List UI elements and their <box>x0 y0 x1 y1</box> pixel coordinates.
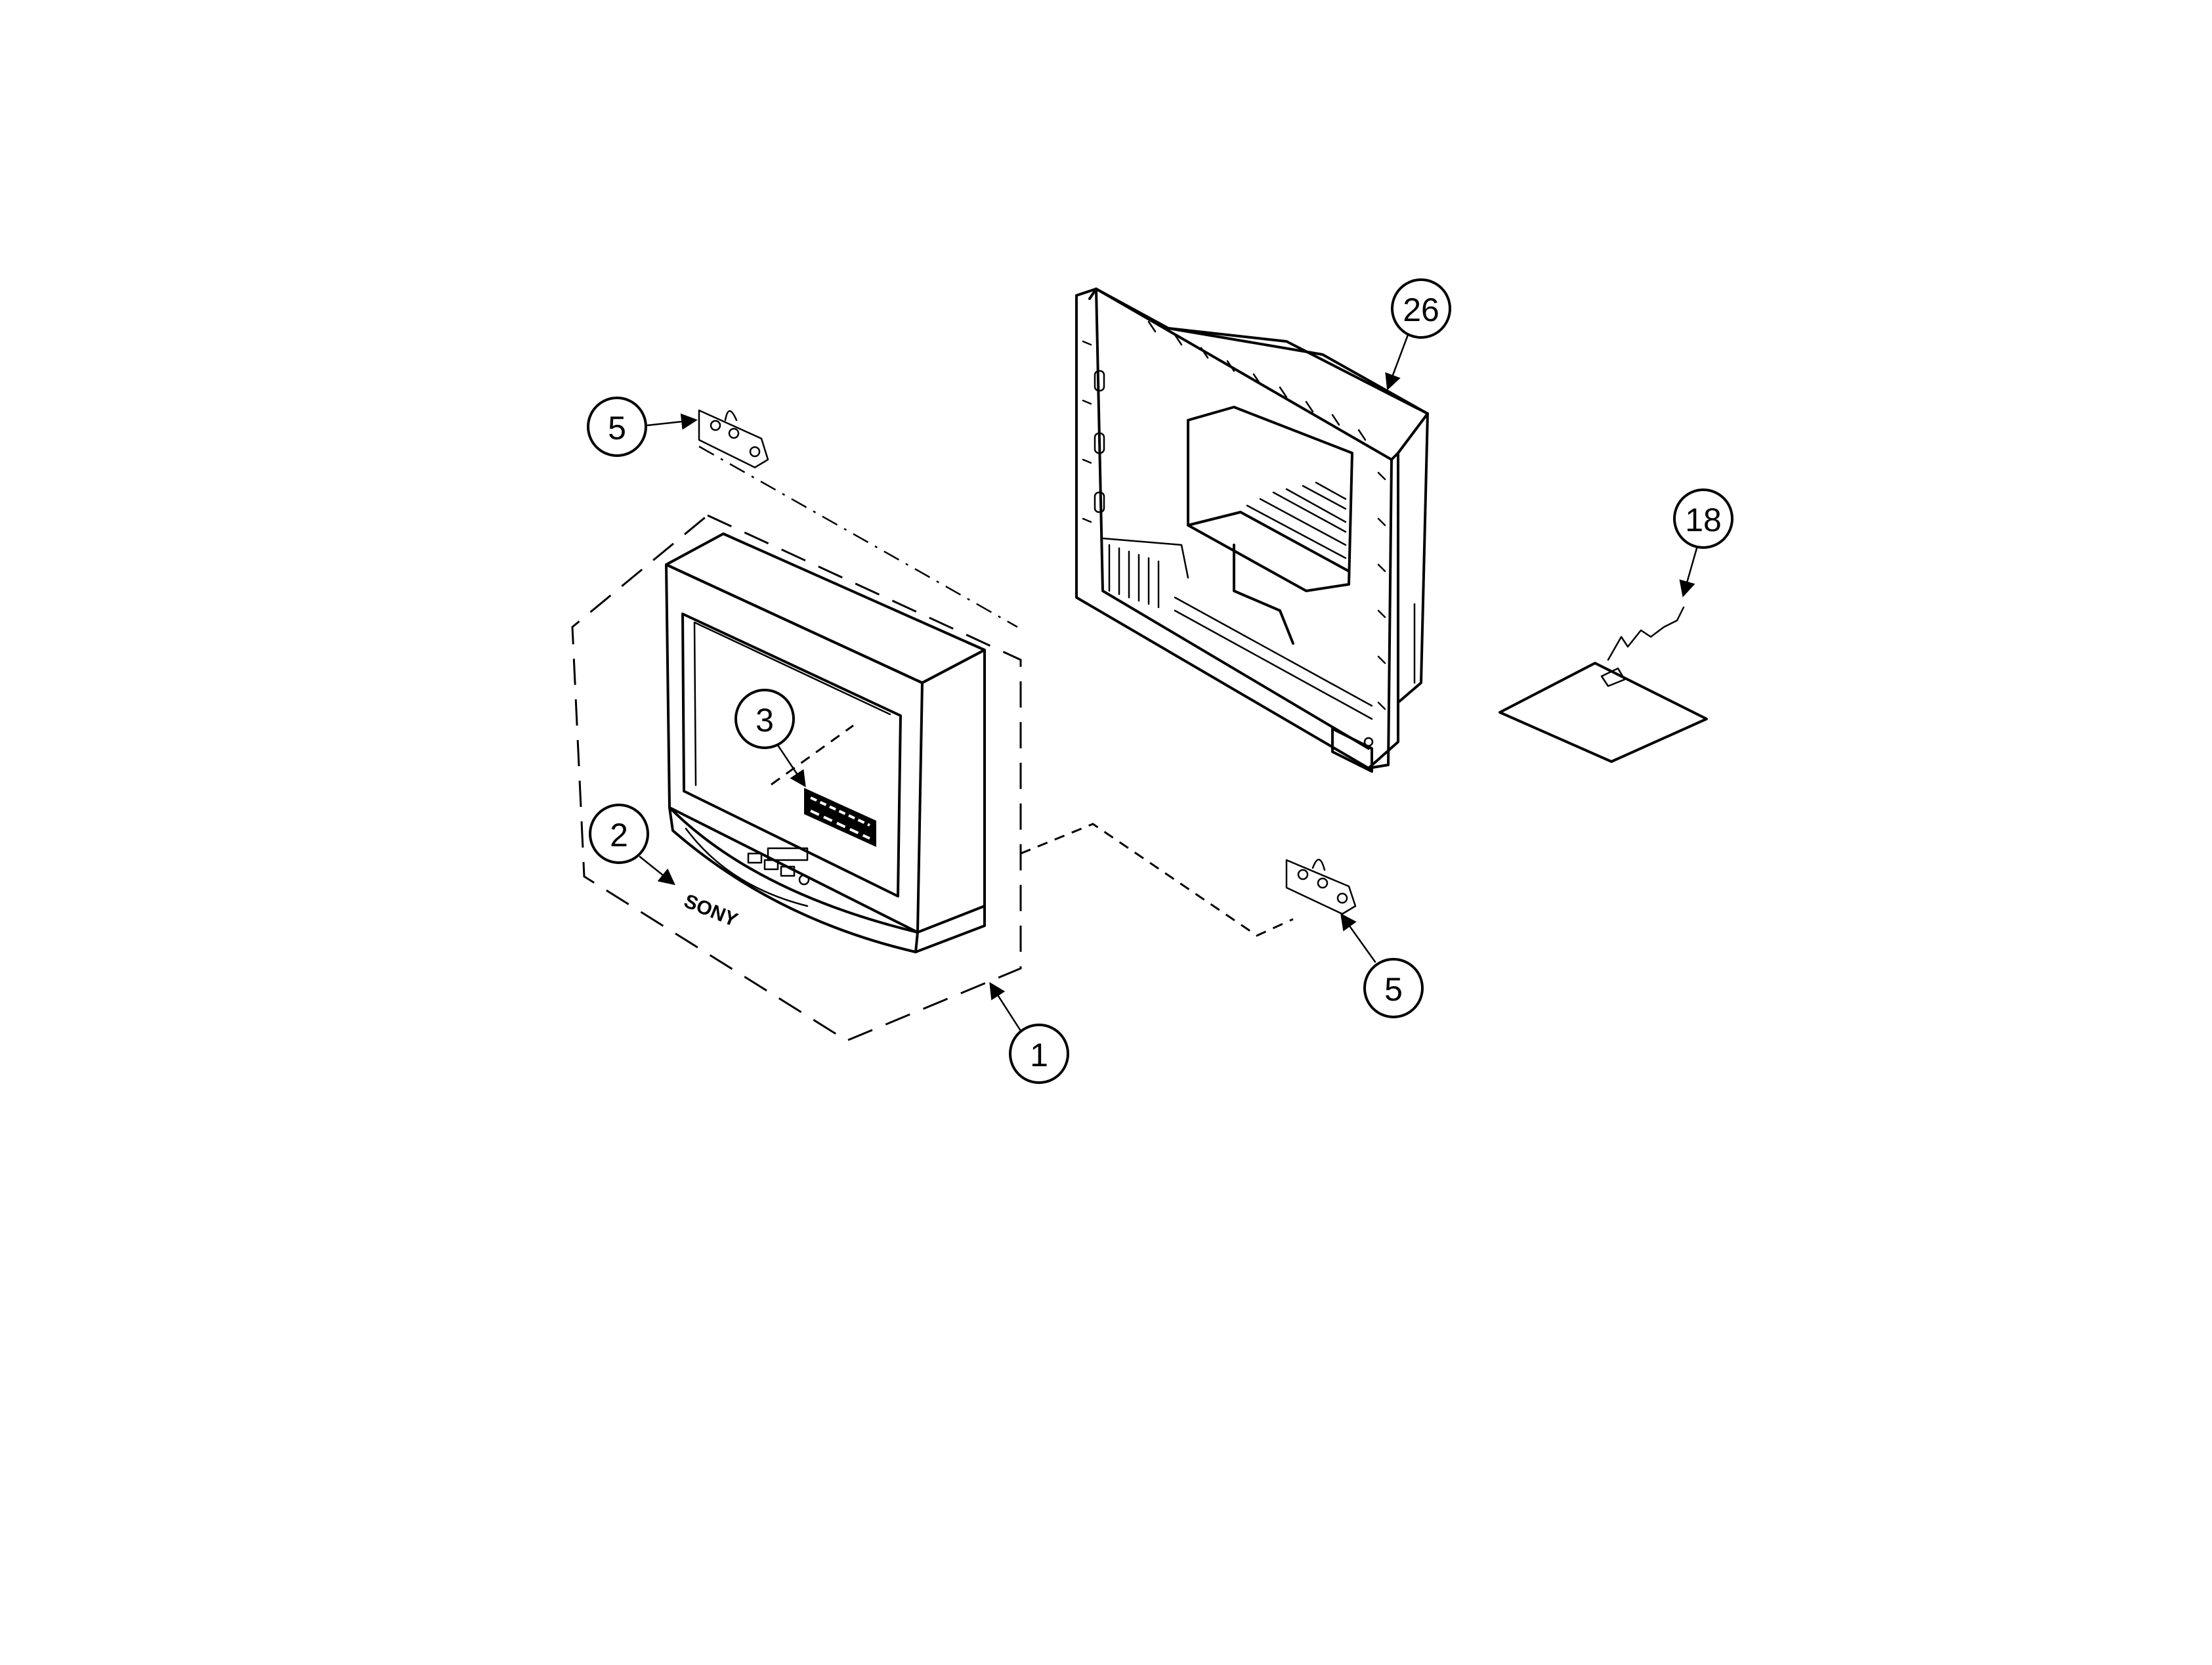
tv-top-surface <box>665 532 986 684</box>
svg-text:1: 1 <box>1030 1037 1048 1073</box>
accessory-sheet <box>1499 662 1708 763</box>
tv-screen-inner <box>693 621 891 716</box>
connector-line-front-rear <box>698 445 1018 628</box>
leader-18 <box>1679 547 1698 597</box>
leader-2 <box>639 855 675 886</box>
tv-front-bezel <box>665 563 924 934</box>
bracket-part-5-bottom <box>1285 859 1357 915</box>
rear-cabinet <box>1075 288 1429 773</box>
callout-5-bottom: 5 <box>1363 958 1424 1018</box>
leader-1 <box>989 982 1022 1032</box>
rear-cabinet-tabs <box>1147 320 1367 441</box>
callout-3: 3 <box>734 689 795 749</box>
leader-26 <box>1385 334 1409 391</box>
accessory-part-18 <box>1499 606 1708 763</box>
bracket-part-5-top <box>698 409 769 469</box>
leader-5-bottom <box>1340 913 1376 963</box>
svg-text:2: 2 <box>610 817 628 854</box>
rear-cabinet-slots <box>1082 340 1105 523</box>
callout-26: 26 <box>1391 278 1451 339</box>
assembly-boundary-dashed <box>571 514 1022 1042</box>
sony-logo: SONY <box>681 890 740 931</box>
connector-line-bracket-bottom <box>1020 823 1294 937</box>
front-cabinet-assembly: SONY <box>571 514 1022 1042</box>
accessory-wire <box>1607 606 1685 661</box>
rear-cabinet-vent <box>1246 481 1347 559</box>
svg-text:26: 26 <box>1403 292 1439 328</box>
tv-side-panel <box>916 649 986 934</box>
rear-cabinet-foot <box>1331 727 1373 773</box>
front-badge-part-3 <box>804 788 876 847</box>
tv-control-strip <box>668 806 919 953</box>
callout-18: 18 <box>1673 488 1733 549</box>
rear-cabinet-lower-vent <box>1101 537 1189 609</box>
leader-3 <box>776 744 806 788</box>
rear-cabinet-hood <box>1095 288 1429 461</box>
rear-cabinet-side-notches <box>1377 471 1386 710</box>
rear-cabinet-frame <box>1075 288 1393 769</box>
svg-text:5: 5 <box>608 410 626 446</box>
callout-1: 1 <box>1009 1024 1069 1084</box>
svg-text:3: 3 <box>755 702 774 739</box>
tv-screen <box>681 613 902 897</box>
svg-text:18: 18 <box>1685 502 1722 538</box>
callout-2: 2 <box>589 804 649 864</box>
callout-5-top: 5 <box>587 397 647 457</box>
leader-5-top <box>645 413 698 430</box>
svg-text:5: 5 <box>1384 971 1403 1008</box>
tv-front-buttons <box>747 847 810 886</box>
